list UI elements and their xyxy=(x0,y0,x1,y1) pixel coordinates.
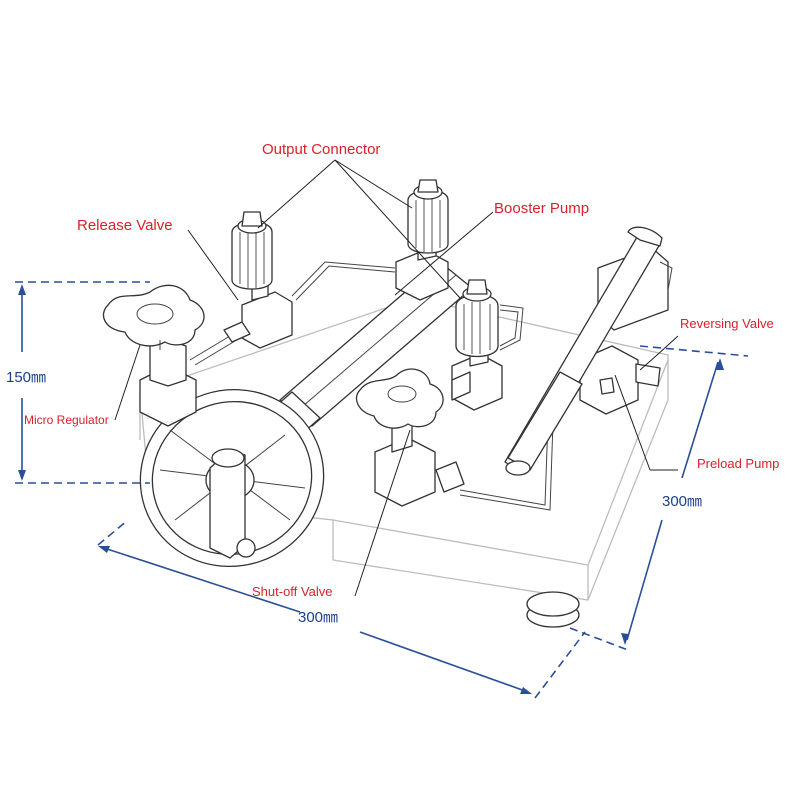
hand-wheel xyxy=(139,388,325,568)
output-connector-right xyxy=(451,279,503,411)
label-output-connector: Output Connector xyxy=(262,141,380,158)
label-reversing-valve: Reversing Valve xyxy=(680,316,774,331)
label-micro-regulator: Micro Regulator xyxy=(24,413,109,427)
micro-regulator-knob xyxy=(102,284,205,427)
rear-foot xyxy=(526,591,580,628)
label-release-valve: Release Valve xyxy=(77,217,173,234)
leader-lines xyxy=(114,159,679,597)
dimension-height xyxy=(15,281,150,484)
dimension-height-label: 150㎜ xyxy=(6,369,46,386)
label-preload-pump: Preload Pump xyxy=(697,456,779,471)
output-connector-top xyxy=(395,179,449,301)
dimension-depth xyxy=(569,345,749,651)
dimension-width-label: 300㎜ xyxy=(298,609,338,626)
release-valve xyxy=(223,211,293,349)
label-shutoff-valve: Shut-off Valve xyxy=(252,584,332,599)
preload-pump xyxy=(504,226,673,476)
dimension-width xyxy=(97,519,586,699)
label-booster-pump: Booster Pump xyxy=(494,200,589,217)
dimension-depth-label: 300㎜ xyxy=(662,493,702,510)
